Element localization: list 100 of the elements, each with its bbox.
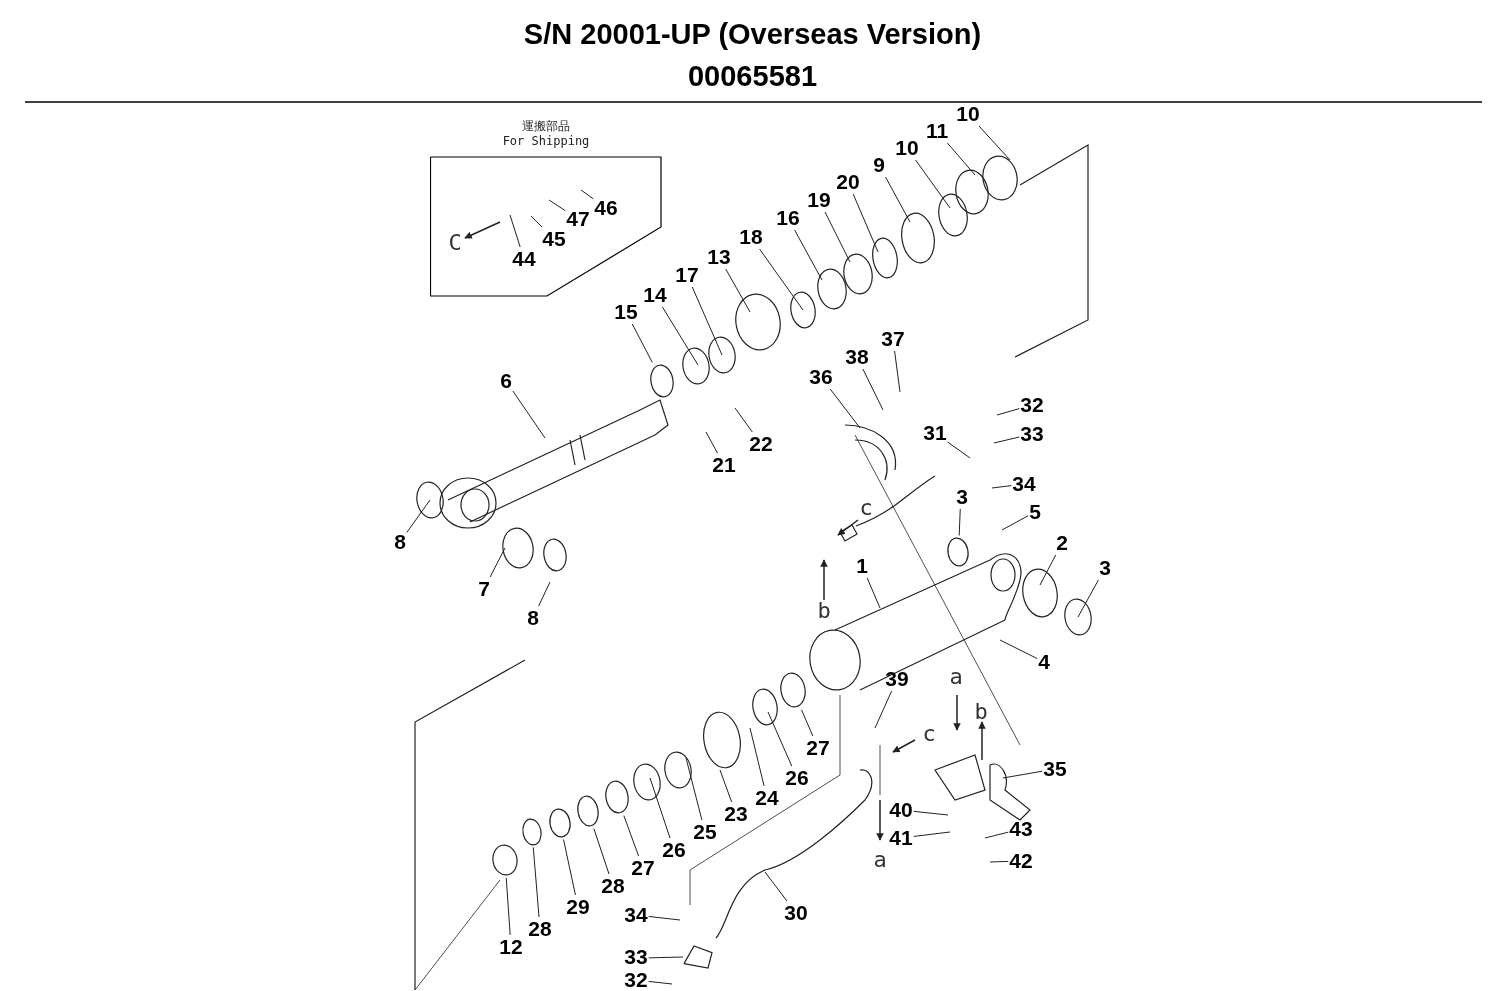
leader-line [996,408,1020,416]
ring-part [780,672,806,708]
callout-number: 26 [785,767,809,789]
leader-line [764,871,788,902]
leader-line [852,193,879,253]
callout-number: 3 [956,486,968,508]
callout-number: 17 [675,264,699,286]
callout-number: 44 [512,248,536,270]
leader-line [648,980,673,985]
ring-part [492,844,518,876]
view-reference-letter: a [949,665,963,689]
leader-line [530,215,543,228]
leader-line [913,810,949,816]
leader-line [725,268,751,313]
hose-fitting-part [683,945,713,969]
leader-line [1039,554,1057,586]
leader-line [829,388,861,429]
leader-line [649,777,671,839]
leader-line [862,368,884,411]
callout-number: 1 [856,555,868,577]
callout-number: 8 [394,531,406,553]
leader-line [767,711,793,767]
leader-line [999,639,1038,660]
leader-line [759,248,804,311]
leader-line [749,727,765,787]
callout-number: 14 [643,284,667,306]
callout-number: 20 [836,171,860,193]
leader-line [1002,770,1043,779]
leader-line [885,176,911,223]
callout-number: 18 [739,226,763,248]
leader-line [824,211,851,263]
callout-number: 36 [809,366,833,388]
leader-line [989,860,1009,863]
callout-number: 35 [1043,758,1067,780]
leader-line [661,306,699,366]
callout-number: 15 [614,301,638,323]
callout-number: 6 [500,370,512,392]
callout-number: 32 [1020,394,1044,416]
callout-number: 30 [784,902,808,924]
leader-line [978,125,1011,161]
leader-line [913,831,951,837]
leader-line [874,690,893,729]
callout-number: 28 [528,918,552,940]
callout-number: 28 [601,875,625,897]
view-reference-letter: b [974,700,988,724]
callout-number: 37 [881,328,905,350]
callout-number: 29 [566,896,590,918]
callout-number: 31 [923,422,947,444]
leader-line [794,229,823,281]
view-reference-letter: c [859,496,873,520]
leader-line [894,350,901,393]
callout-number: 42 [1009,850,1033,872]
leader-line [958,508,961,536]
callout-number: 10 [956,103,980,125]
callout-number: 27 [806,737,830,759]
callout-number: 12 [499,936,523,958]
callout-number: 8 [527,607,539,629]
leader-line [593,828,610,875]
view-reference-letter: C [448,231,462,255]
leader-line [705,431,718,454]
callout-number: 22 [749,433,773,455]
leader-line [648,956,684,959]
ring-part [577,795,599,827]
callout-number: 16 [776,207,800,229]
title: S/N 20001-UP (Overseas Version) [522,18,983,51]
callout-number: 24 [755,787,779,809]
leader-line [505,877,511,936]
shipping-heading: 運搬部品 [521,119,571,133]
callout-number: 5 [1029,501,1041,523]
callout-number: 34 [1012,473,1036,495]
leader-line [866,577,881,609]
part-number: 00065581 [687,60,818,93]
leader-line [947,441,971,459]
leader-line [1001,515,1029,531]
callout-number: 25 [693,821,717,843]
leader-line [915,159,951,209]
view-reference-letter: b [817,599,831,623]
callout-number: 2 [1056,532,1068,554]
leader-line [1077,579,1099,618]
leader-line [538,581,551,607]
leader-line [719,769,733,803]
ring-part [947,537,969,567]
shipping-subheading: For Shipping [501,134,591,148]
callout-number: 4 [1038,651,1050,673]
callout-number: 13 [707,246,731,268]
callout-number: 3 [1099,557,1111,579]
leader-line [984,831,1009,839]
leader-line [801,709,814,737]
callout-number: 10 [895,137,919,159]
leader-line [993,436,1020,444]
leader-line [548,199,566,212]
callout-number: 38 [845,346,869,368]
callout-number: 7 [478,578,490,600]
leader-line [691,286,723,356]
leader-line [512,390,546,439]
leader-line [648,915,681,921]
callout-number: 33 [624,946,648,968]
callout-number: 27 [631,857,655,879]
leader-line [580,189,594,200]
callout-number: 45 [542,228,566,250]
